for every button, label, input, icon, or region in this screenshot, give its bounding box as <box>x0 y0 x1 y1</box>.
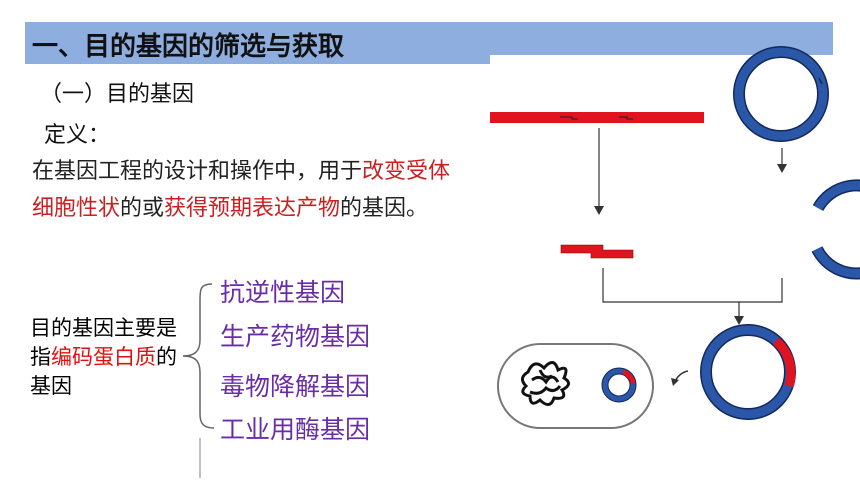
definition-highlight-1: 改变受体细胞性状 <box>32 159 451 221</box>
note-highlight: 编码蛋白质 <box>51 345 156 369</box>
category-stress-resistance: 抗逆性基因 <box>220 278 346 307</box>
definition-text-2: 的或 <box>120 196 165 221</box>
category-industrial-enzyme: 工业用酶基因 <box>220 415 371 444</box>
category-drug-production: 生产药物基因 <box>220 322 371 351</box>
gene-fragment <box>560 244 634 259</box>
join-line <box>602 268 740 318</box>
definition-highlight-2: 获得预期表达产物 <box>164 196 341 221</box>
title-bar-notch <box>490 55 833 65</box>
definition-text-1: 在基因工程的设计和操作中，用于 <box>32 159 363 184</box>
bacterial-cell <box>497 343 654 429</box>
category-toxin-degradation: 毒物降解基因 <box>220 372 371 401</box>
page-title: 一、目的基因的筛选与获取 <box>32 32 345 62</box>
arrow-down-icon <box>734 316 744 325</box>
note-text-2: 的基因 <box>30 345 177 398</box>
curly-brace <box>182 283 215 429</box>
donor-dna-strand <box>490 112 704 123</box>
arrow-down-icon <box>594 206 604 215</box>
target-gene-note: 目的基因主要是指编码蛋白质的基因 <box>30 314 180 401</box>
definition-text-3: 的基因。 <box>340 196 429 221</box>
chromosomal-dna <box>521 361 570 406</box>
section-subtitle: （一）目的基因 <box>40 82 195 107</box>
note-text-1: 目的基因主要是指 <box>30 316 177 369</box>
definition-paragraph: 在基因工程的设计和操作中，用于改变受体细胞性状的或获得预期表达产物的基因。 <box>32 153 472 227</box>
definition-label: 定义： <box>44 123 111 148</box>
arrow-down-icon <box>777 164 787 173</box>
